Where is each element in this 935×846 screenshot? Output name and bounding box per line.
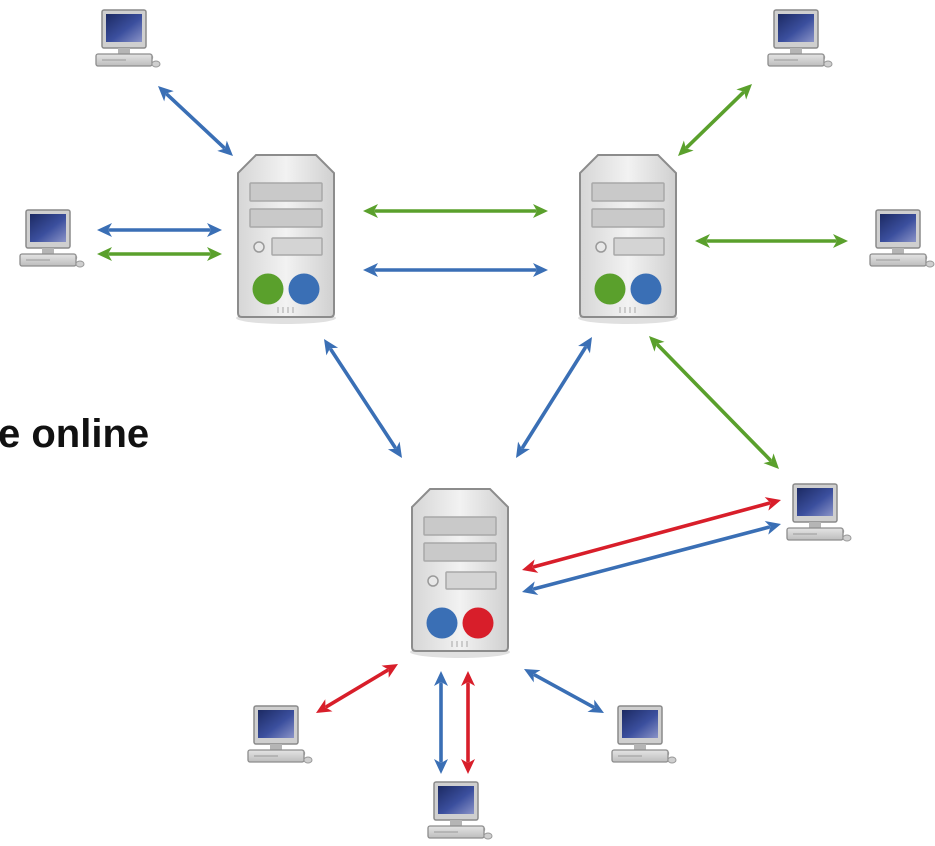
status-led-green bbox=[252, 273, 284, 305]
link-arrow-blue bbox=[158, 86, 233, 156]
link-arrow-blue bbox=[324, 339, 402, 458]
client-bottom bbox=[427, 781, 493, 840]
client-far-right bbox=[786, 483, 852, 542]
client-left bbox=[19, 209, 85, 268]
client-top-left bbox=[95, 9, 161, 68]
client-top-right bbox=[767, 9, 833, 68]
caption-text: e online bbox=[0, 412, 150, 456]
link-arrow-blue bbox=[363, 263, 548, 277]
client-bottom-left bbox=[247, 705, 313, 764]
link-arrow-green bbox=[363, 204, 548, 218]
link-arrow-blue bbox=[524, 669, 604, 713]
client-right bbox=[869, 209, 935, 268]
status-led-green bbox=[594, 273, 626, 305]
link-arrow-green bbox=[97, 247, 222, 261]
link-arrow-red bbox=[522, 497, 781, 573]
link-arrow-red bbox=[316, 664, 398, 713]
server-right bbox=[578, 154, 678, 324]
status-led-red bbox=[462, 607, 494, 639]
link-arrow-red bbox=[461, 671, 475, 774]
status-led-blue bbox=[630, 273, 662, 305]
nodes-layer bbox=[19, 9, 935, 840]
server-bottom bbox=[410, 488, 510, 658]
client-bottom-right bbox=[611, 705, 677, 764]
link-arrow-blue bbox=[522, 521, 781, 595]
links-layer bbox=[97, 84, 848, 774]
server-left bbox=[236, 154, 336, 324]
status-led-blue bbox=[426, 607, 458, 639]
link-arrow-blue bbox=[97, 223, 222, 237]
link-arrow-blue bbox=[516, 337, 592, 458]
link-arrow-green bbox=[695, 234, 848, 248]
link-arrow-blue bbox=[434, 671, 448, 774]
link-arrow-green bbox=[678, 84, 752, 156]
link-arrow-green bbox=[649, 336, 779, 469]
status-led-blue bbox=[288, 273, 320, 305]
